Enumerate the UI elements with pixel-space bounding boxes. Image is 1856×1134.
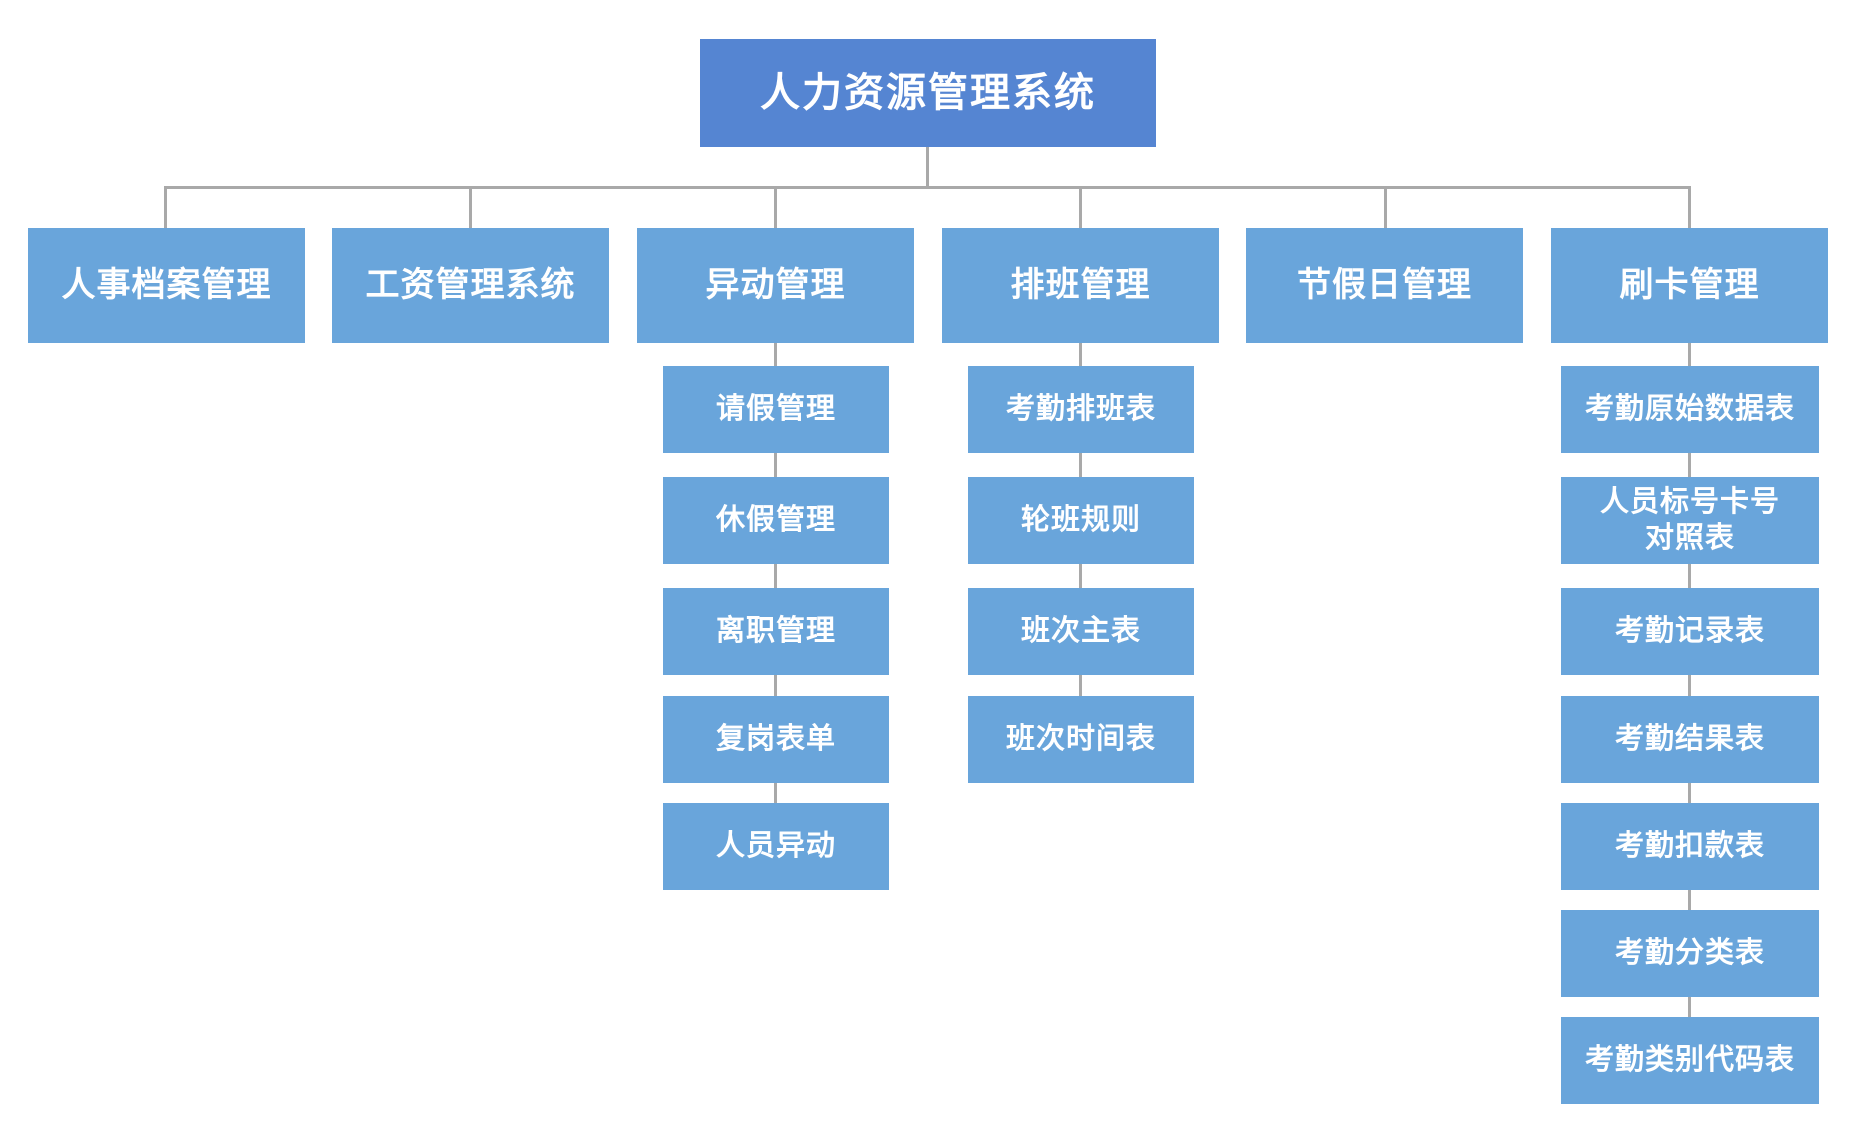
node-transfer-mgmt: 异动管理 [637,228,914,343]
node-personnel-archive-mgmt: 人事档案管理 [28,228,305,343]
node-personnel-transfer: 人员异动 [663,803,889,890]
node-card-swipe-mgmt: 刷卡管理 [1551,228,1828,343]
connector-column-transfer [774,343,777,805]
node-shift-time-table: 班次时间表 [968,696,1194,783]
connector-stub-personnel-archive [164,186,167,228]
node-personnel-id-card-mapping-table: 人员标号卡号 对照表 [1561,477,1819,564]
node-attendance-category-table: 考勤分类表 [1561,910,1819,997]
node-shift-scheduling-mgmt: 排班管理 [942,228,1219,343]
connector-main-horizontal [165,186,1691,189]
node-holiday-mgmt: 节假日管理 [1246,228,1523,343]
connector-stub-salary [469,186,472,228]
node-attendance-deduction-table: 考勤扣款表 [1561,803,1819,890]
node-return-to-work-form: 复岗表单 [663,696,889,783]
node-attendance-schedule-table: 考勤排班表 [968,366,1194,453]
node-attendance-record-table: 考勤记录表 [1561,588,1819,675]
connector-column-card-swipe [1688,343,1691,1019]
node-shift-rotation-rules: 轮班规则 [968,477,1194,564]
connector-stub-transfer [774,186,777,228]
connector-stub-holiday [1384,186,1387,228]
node-salary-mgmt-system: 工资管理系统 [332,228,609,343]
node-hr-system: 人力资源管理系统 [700,39,1156,147]
connector-root-trunk [926,147,929,189]
node-attendance-result-table: 考勤结果表 [1561,696,1819,783]
connector-stub-scheduling [1079,186,1082,228]
connector-stub-card-swipe [1688,186,1691,228]
node-attendance-type-code-table: 考勤类别代码表 [1561,1017,1819,1104]
node-attendance-raw-data-table: 考勤原始数据表 [1561,366,1819,453]
node-resignation-mgmt: 离职管理 [663,588,889,675]
node-shift-master-table: 班次主表 [968,588,1194,675]
node-leave-request-mgmt: 请假管理 [663,366,889,453]
node-vacation-mgmt: 休假管理 [663,477,889,564]
